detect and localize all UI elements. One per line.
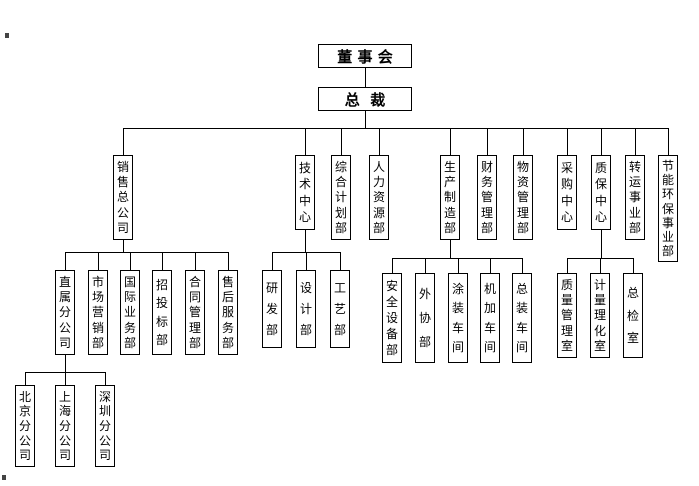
connector-line: [490, 258, 491, 273]
node-shenzhen-branch: 深圳分公司: [95, 385, 115, 467]
scan-artifact: [2, 475, 6, 480]
connector-line: [522, 258, 523, 273]
connector-line: [123, 240, 124, 252]
node-process-dept: 工艺部: [330, 270, 350, 348]
connector-line: [162, 252, 163, 270]
node-sales-company: 销售总公司: [113, 155, 133, 240]
node-contract-mgmt-dept: 合同管理部: [185, 270, 205, 355]
connector-line: [341, 128, 342, 155]
connector-line: [305, 230, 306, 252]
node-marketing-dept: 市场营销部: [88, 270, 108, 355]
node-safety-equipment-dept: 安全设备部: [382, 273, 402, 363]
node-machining-workshop: 机加车间: [480, 273, 500, 363]
node-bidding-dept: 招投标部: [152, 270, 172, 355]
node-intl-business-dept: 国际业务部: [120, 270, 140, 355]
connector-line: [633, 258, 634, 273]
node-rd-dept: 研发部: [262, 270, 282, 348]
connector-line: [392, 258, 393, 273]
connector-line: [600, 258, 601, 273]
connector-line: [25, 372, 26, 385]
connector-line: [195, 252, 196, 270]
connector-line: [392, 258, 522, 259]
node-metrology-office: 计量理化室: [590, 273, 610, 358]
connector-line: [379, 128, 380, 155]
connector-line: [340, 252, 341, 270]
node-finance-dept: 财务管理部: [477, 155, 497, 240]
connector-line: [105, 372, 106, 385]
node-procurement-center: 采购中心: [557, 155, 577, 230]
connector-line: [65, 355, 66, 372]
node-tech-center: 技术中心: [295, 155, 315, 230]
node-outsourcing-dept: 外协部: [415, 273, 435, 363]
node-direct-branch: 直属分公司: [55, 270, 75, 355]
connector-line: [668, 128, 669, 155]
connector-line: [228, 252, 229, 270]
node-quality-mgmt-office: 质量管理室: [557, 273, 577, 358]
connector-line: [365, 111, 366, 128]
connector-line: [98, 252, 99, 270]
node-general-inspection-office: 总检室: [623, 273, 643, 358]
connector-line: [567, 258, 568, 273]
node-design-dept: 设计部: [296, 270, 316, 348]
node-beijing-branch: 北京分公司: [15, 385, 35, 467]
connector-line: [65, 252, 228, 253]
node-aftersales-dept: 售后服务部: [218, 270, 238, 355]
node-planning-dept: 综合计划部: [331, 155, 351, 240]
connector-line: [365, 68, 366, 87]
node-energy-env-division: 节能环保事业部: [658, 155, 678, 262]
connector-line: [65, 252, 66, 270]
connector-line: [450, 128, 451, 155]
node-shanghai-branch: 上海分公司: [55, 385, 75, 467]
connector-line: [487, 128, 488, 155]
connector-line: [567, 128, 568, 155]
connector-line: [458, 258, 459, 273]
node-production-dept: 生产制造部: [440, 155, 460, 240]
connector-line: [305, 128, 306, 155]
connector-line: [123, 128, 668, 129]
node-president: 总 裁: [318, 87, 412, 111]
connector-line: [523, 128, 524, 155]
connector-line: [635, 128, 636, 155]
node-painting-workshop: 涂装车间: [448, 273, 468, 363]
connector-line: [123, 128, 124, 155]
connector-line: [272, 252, 273, 270]
connector-line: [65, 372, 66, 385]
connector-line: [130, 252, 131, 270]
connector-line: [601, 230, 602, 258]
node-materials-dept: 物资管理部: [513, 155, 533, 240]
scan-artifact: [5, 33, 9, 38]
node-qa-center: 质保中心: [591, 155, 611, 230]
node-final-assembly-workshop: 总装车间: [512, 273, 532, 363]
connector-line: [601, 128, 602, 155]
connector-line: [450, 240, 451, 258]
node-board: 董 事 会: [318, 44, 412, 68]
connector-line: [306, 252, 307, 270]
connector-line: [425, 258, 426, 273]
node-hr-dept: 人力资源部: [369, 155, 389, 240]
node-transport-division: 转运事业部: [625, 155, 645, 240]
